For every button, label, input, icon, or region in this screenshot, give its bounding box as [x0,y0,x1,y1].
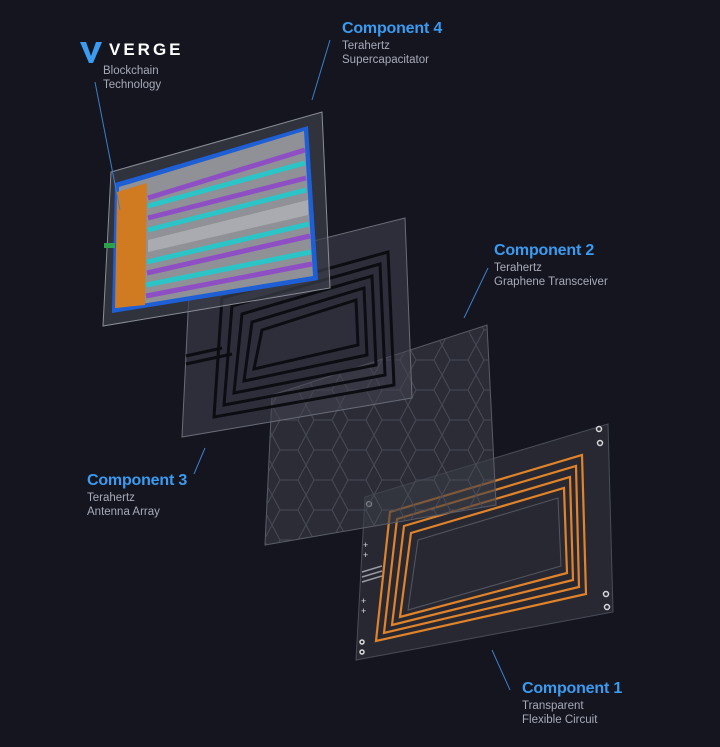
leader-lines [94,39,511,691]
component-title: Component 4 [342,20,443,37]
component-line2: Antenna Array [87,506,160,518]
component-title: Component 1 [522,680,623,697]
component-line1: Terahertz [342,40,390,52]
component-title: Component 3 [87,472,188,489]
svg-text:+: + [363,540,368,550]
component-title: Component 2 [494,242,595,259]
svg-text:+: + [363,550,368,560]
label-component-3: Component 3 Terahertz Antenna Array [87,471,187,519]
brand-name: VERGE [109,40,184,59]
label-component-2: Component 2 Terahertz Graphene Transceiv… [494,241,608,289]
verge-v-logo-icon [80,42,102,63]
component-line1: Transparent [522,700,584,712]
brand-subtitle: Blockchain Technology [103,64,184,92]
svg-text:+: + [361,606,366,616]
brand-block: VERGE Blockchain Technology [80,40,184,92]
component-line2: Graphene Transceiver [494,276,608,288]
label-component-4: Component 4 Terahertz Supercapacitator [342,19,442,67]
svg-text:+: + [361,596,366,606]
component-line1: Terahertz [87,492,135,504]
brand-subtitle-line1: Blockchain [103,65,159,77]
component-line1: Terahertz [494,262,542,274]
component-line2: Supercapacitator [342,54,429,66]
layer-supercapacitator [102,111,331,327]
component-line2: Flexible Circuit [522,714,598,726]
label-component-1: Component 1 Transparent Flexible Circuit [522,679,622,727]
brand-subtitle-line2: Technology [103,79,162,91]
